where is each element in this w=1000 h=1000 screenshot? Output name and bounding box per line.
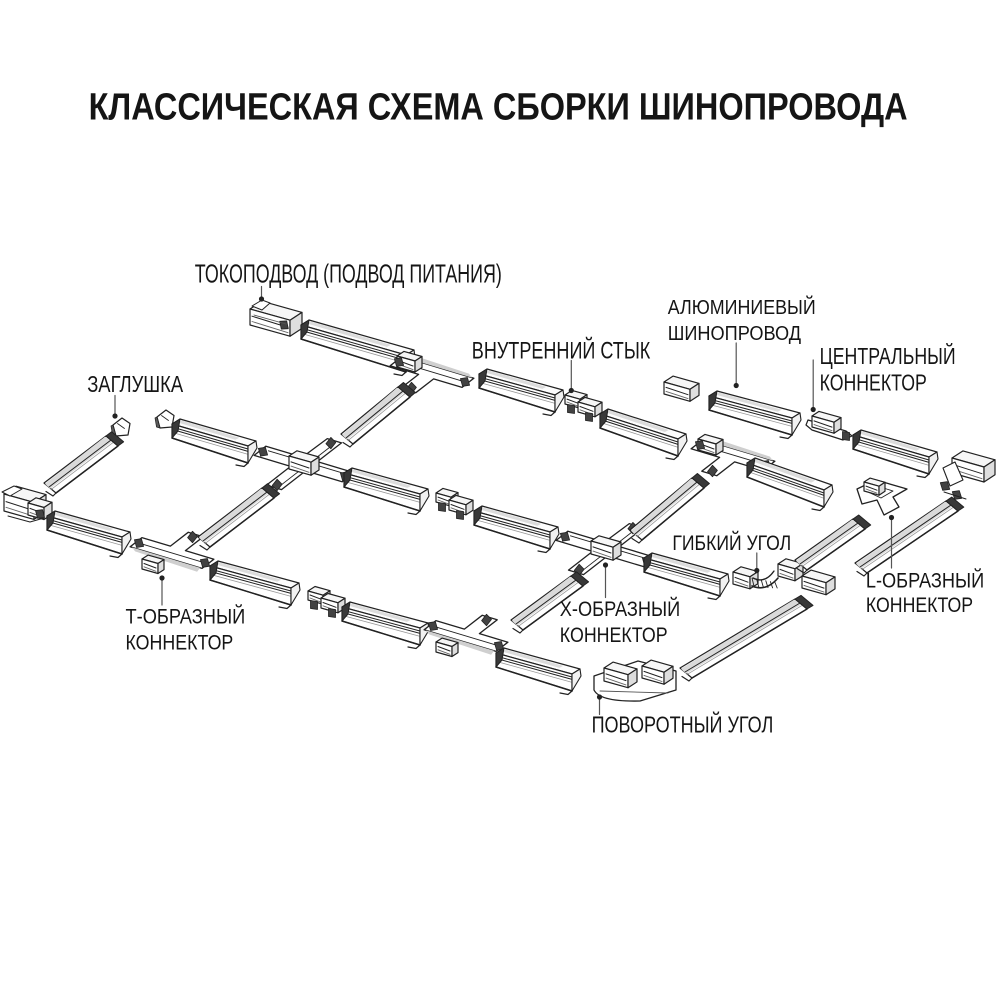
svg-text:КОННЕКТОР: КОННЕКТОР bbox=[126, 631, 234, 655]
svg-text:ТОКОПОДВОД (ПОДВОД ПИТАНИЯ): ТОКОПОДВОД (ПОДВОД ПИТАНИЯ) bbox=[195, 260, 502, 288]
svg-text:ШИНОПРОВОД: ШИНОПРОВОД bbox=[668, 323, 802, 345]
svg-text:КОННЕКТОР: КОННЕКТОР bbox=[560, 624, 668, 647]
svg-text:КОННЕКТОР: КОННЕКТОР bbox=[820, 369, 927, 395]
svg-text:ПОВОРОТНЫЙ УГОЛ: ПОВОРОТНЫЙ УГОЛ bbox=[592, 711, 774, 738]
svg-text:ЗАГЛУШКА: ЗАГЛУШКА bbox=[87, 371, 184, 397]
svg-text:ЦЕНТРАЛЬНЫЙ: ЦЕНТРАЛЬНЫЙ bbox=[820, 342, 956, 369]
svg-text:КОННЕКТОР: КОННЕКТОР bbox=[866, 593, 973, 617]
svg-text:ВНУТРЕННИЙ СТЫК: ВНУТРЕННИЙ СТЫК bbox=[472, 336, 651, 364]
svg-text:L-ОБРАЗНЫЙ: L-ОБРАЗНЫЙ bbox=[866, 567, 984, 592]
svg-text:Х-ОБРАЗНЫЙ: Х-ОБРАЗНЫЙ bbox=[560, 597, 680, 621]
svg-text:АЛЮМИНИЕВЫЙ: АЛЮМИНИЕВЫЙ bbox=[668, 295, 816, 319]
svg-text:Т-ОБРАЗНЫЙ: Т-ОБРАЗНЫЙ bbox=[126, 604, 246, 629]
svg-text:ГИБКИЙ УГОЛ: ГИБКИЙ УГОЛ bbox=[672, 530, 791, 555]
svg-text:КЛАССИЧЕСКАЯ СХЕМА СБОРКИ ШИНО: КЛАССИЧЕСКАЯ СХЕМА СБОРКИ ШИНОПРОВОДА bbox=[89, 87, 908, 129]
